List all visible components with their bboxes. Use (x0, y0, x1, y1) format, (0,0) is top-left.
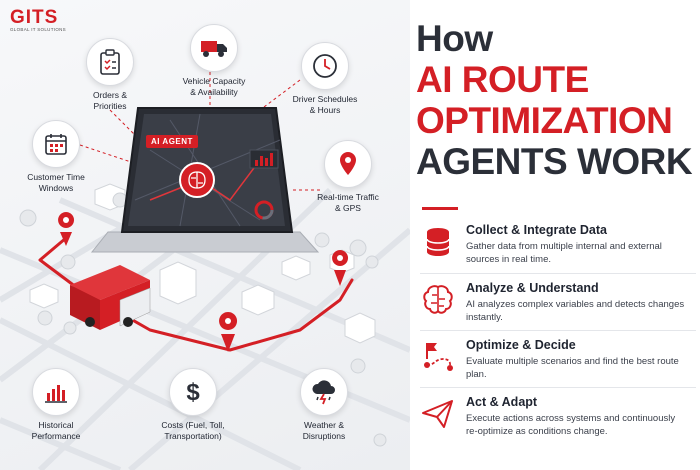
feature-orders: Orders & Priorities (62, 38, 158, 112)
step-divider (420, 387, 696, 388)
calendar-icon (32, 120, 80, 168)
dollar-icon: $ (169, 368, 217, 416)
send-icon (420, 396, 456, 432)
step-optimize: Optimize & Decide Evaluate multiple scen… (420, 337, 690, 393)
step-act: Act & Adapt Execute actions across syste… (420, 394, 690, 450)
svg-text:$: $ (186, 379, 200, 406)
step-divider (420, 330, 696, 331)
logo-text: GITS (10, 7, 59, 28)
feature-label-vehicle: Vehicle Capacity & Availability (182, 76, 246, 97)
feature-label-weather: Weather & Disruptions (302, 420, 346, 441)
feature-weather: Weather & Disruptions (276, 368, 372, 442)
laptop (90, 107, 320, 253)
title-line-ai-route: AI ROUTE (416, 59, 589, 100)
delivery-truck (70, 265, 151, 330)
step-desc-collect: Gather data from multiple internal and e… (466, 241, 662, 265)
step-divider (420, 273, 696, 274)
title-line-how: How (416, 18, 493, 59)
route-icon (420, 339, 456, 375)
truck-icon (190, 24, 238, 72)
title-line-agents-work: AGENTS WORK (416, 141, 693, 182)
feature-vehicle: Vehicle Capacity & Availability (166, 24, 262, 98)
feature-customer: Customer Time Windows (8, 120, 104, 194)
ai-agent-badge: AI AGENT (146, 135, 198, 148)
feature-traffic: Real-time Traffic & GPS (300, 140, 396, 214)
step-collect: Collect & Integrate Data Gather data fro… (420, 222, 690, 278)
feature-label-historical: Historical Performance (31, 420, 81, 441)
storm-cloud-icon (300, 368, 348, 416)
step-title-analyze: Analyze & Understand (466, 281, 599, 295)
feature-costs: $ Costs (Fuel, Toll, Transportation) (145, 368, 241, 442)
location-pin-icon (324, 140, 372, 188)
brain-icon (420, 282, 456, 318)
step-desc-act: Execute actions across systems and conti… (466, 413, 676, 437)
feature-historical: Historical Performance (8, 368, 104, 442)
step-desc-analyze: AI analyzes complex variables and detect… (466, 299, 685, 323)
step-desc-optimize: Evaluate multiple scenarios and find the… (466, 356, 679, 380)
clipboard-icon (86, 38, 134, 86)
title-line-optimization: OPTIMIZATION (416, 100, 673, 141)
page-title: How AI ROUTE OPTIMIZATION AGENTS WORK (416, 18, 693, 182)
step-title-optimize: Optimize & Decide (466, 338, 576, 352)
logo-tagline: GLOBAL IT SOLUTIONS (10, 27, 66, 32)
feature-label-costs: Costs (Fuel, Toll, Transportation) (161, 420, 225, 441)
feature-label-orders: Orders & Priorities (92, 90, 127, 111)
gits-logo: GITS GLOBAL IT SOLUTIONS (10, 8, 80, 32)
database-icon (420, 224, 456, 260)
feature-label-driver: Driver Schedules & Hours (292, 94, 358, 115)
step-title-collect: Collect & Integrate Data (466, 223, 608, 237)
clock-icon (301, 42, 349, 90)
text-panel: How AI ROUTE OPTIMIZATION AGENTS WORK Co… (410, 0, 700, 470)
route-path (38, 236, 354, 352)
step-title-act: Act & Adapt (466, 395, 538, 409)
step-analyze: Analyze & Understand AI analyzes complex… (420, 280, 690, 336)
feature-driver: Driver Schedules & Hours (277, 42, 373, 116)
title-underline (422, 207, 458, 210)
route-illustration: GITS GLOBAL IT SOLUTIONS AI AGENT Orders… (0, 0, 410, 470)
feature-label-customer: Customer Time Windows (27, 172, 85, 193)
feature-label-traffic: Real-time Traffic & GPS (317, 192, 379, 213)
bar-chart-icon (32, 368, 80, 416)
